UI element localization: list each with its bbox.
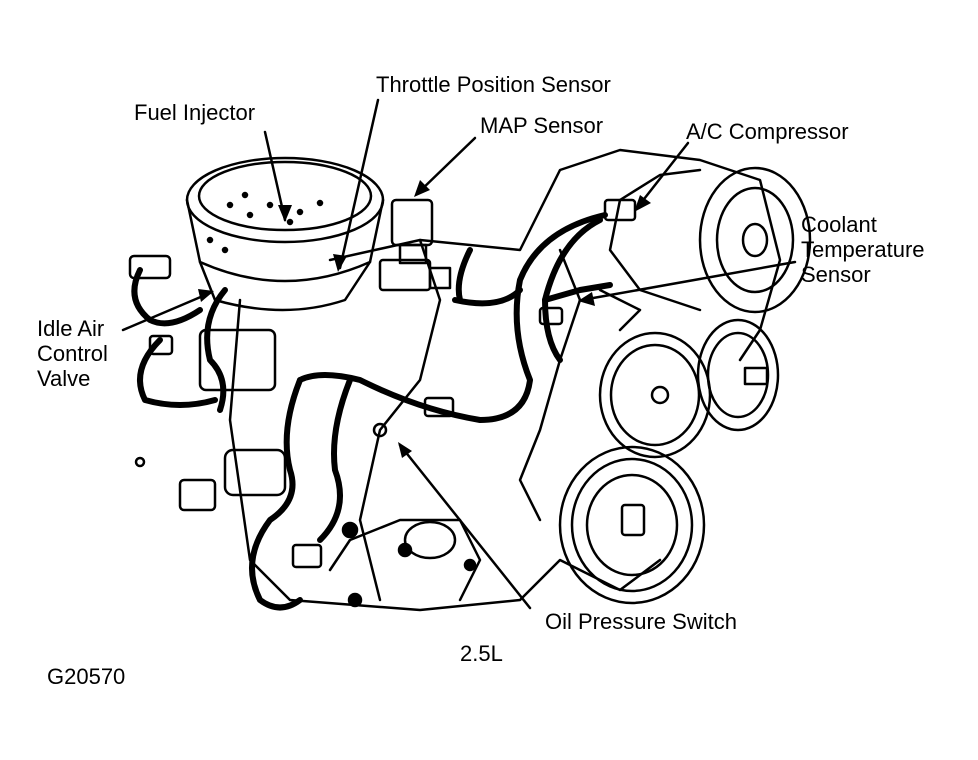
crankshaft-pulley <box>558 445 706 605</box>
ac-compressor-label: A/C Compressor <box>686 119 849 144</box>
throttle-position-sensor-leader <box>338 98 380 270</box>
coolant-temperature-sensor-line-2: Temperature <box>801 237 925 262</box>
throttle-position-sensor-label: Throttle Position Sensor <box>376 72 611 97</box>
coolant-temperature-sensor-line-3: Sensor <box>801 262 871 287</box>
idle-air-control-valve-leader <box>121 291 212 332</box>
oil-pressure-switch-leader <box>398 443 532 610</box>
map-sensor-leader <box>416 136 477 195</box>
power-steering-pulley <box>598 331 712 459</box>
alternator-pulley <box>696 318 780 432</box>
connectors <box>128 254 564 608</box>
throttle-position-sensor-body <box>378 258 452 292</box>
coolant-temperature-sensor-leader <box>580 260 797 302</box>
figure-id: G20570 <box>47 664 126 689</box>
callout-leaders <box>121 98 797 610</box>
ac-compressor-leader <box>635 141 690 210</box>
idle-air-control-valve-line-2: Control <box>37 341 108 366</box>
engine-caption: 2.5L <box>460 641 503 666</box>
callout-arrowheads <box>198 180 651 458</box>
throttle-body <box>185 156 385 312</box>
oil-pressure-switch-label: Oil Pressure Switch <box>545 609 737 634</box>
coolant-temperature-sensor-line-1: Coolant <box>801 212 877 237</box>
fuel-injector-label: Fuel Injector <box>134 100 256 125</box>
idle-air-control-valve-line-3: Valve <box>37 366 91 391</box>
map-sensor-body <box>390 198 434 265</box>
map-sensor-label: MAP Sensor <box>480 113 604 138</box>
ac-compressor-body <box>603 166 812 314</box>
coolant-temperature-sensor-label: Coolant Temperature Sensor <box>801 212 925 287</box>
idle-air-control-valve-label: Idle Air Control Valve <box>37 316 108 391</box>
wiring-harness <box>131 212 613 611</box>
idle-air-control-valve-line-1: Idle Air <box>37 316 105 341</box>
